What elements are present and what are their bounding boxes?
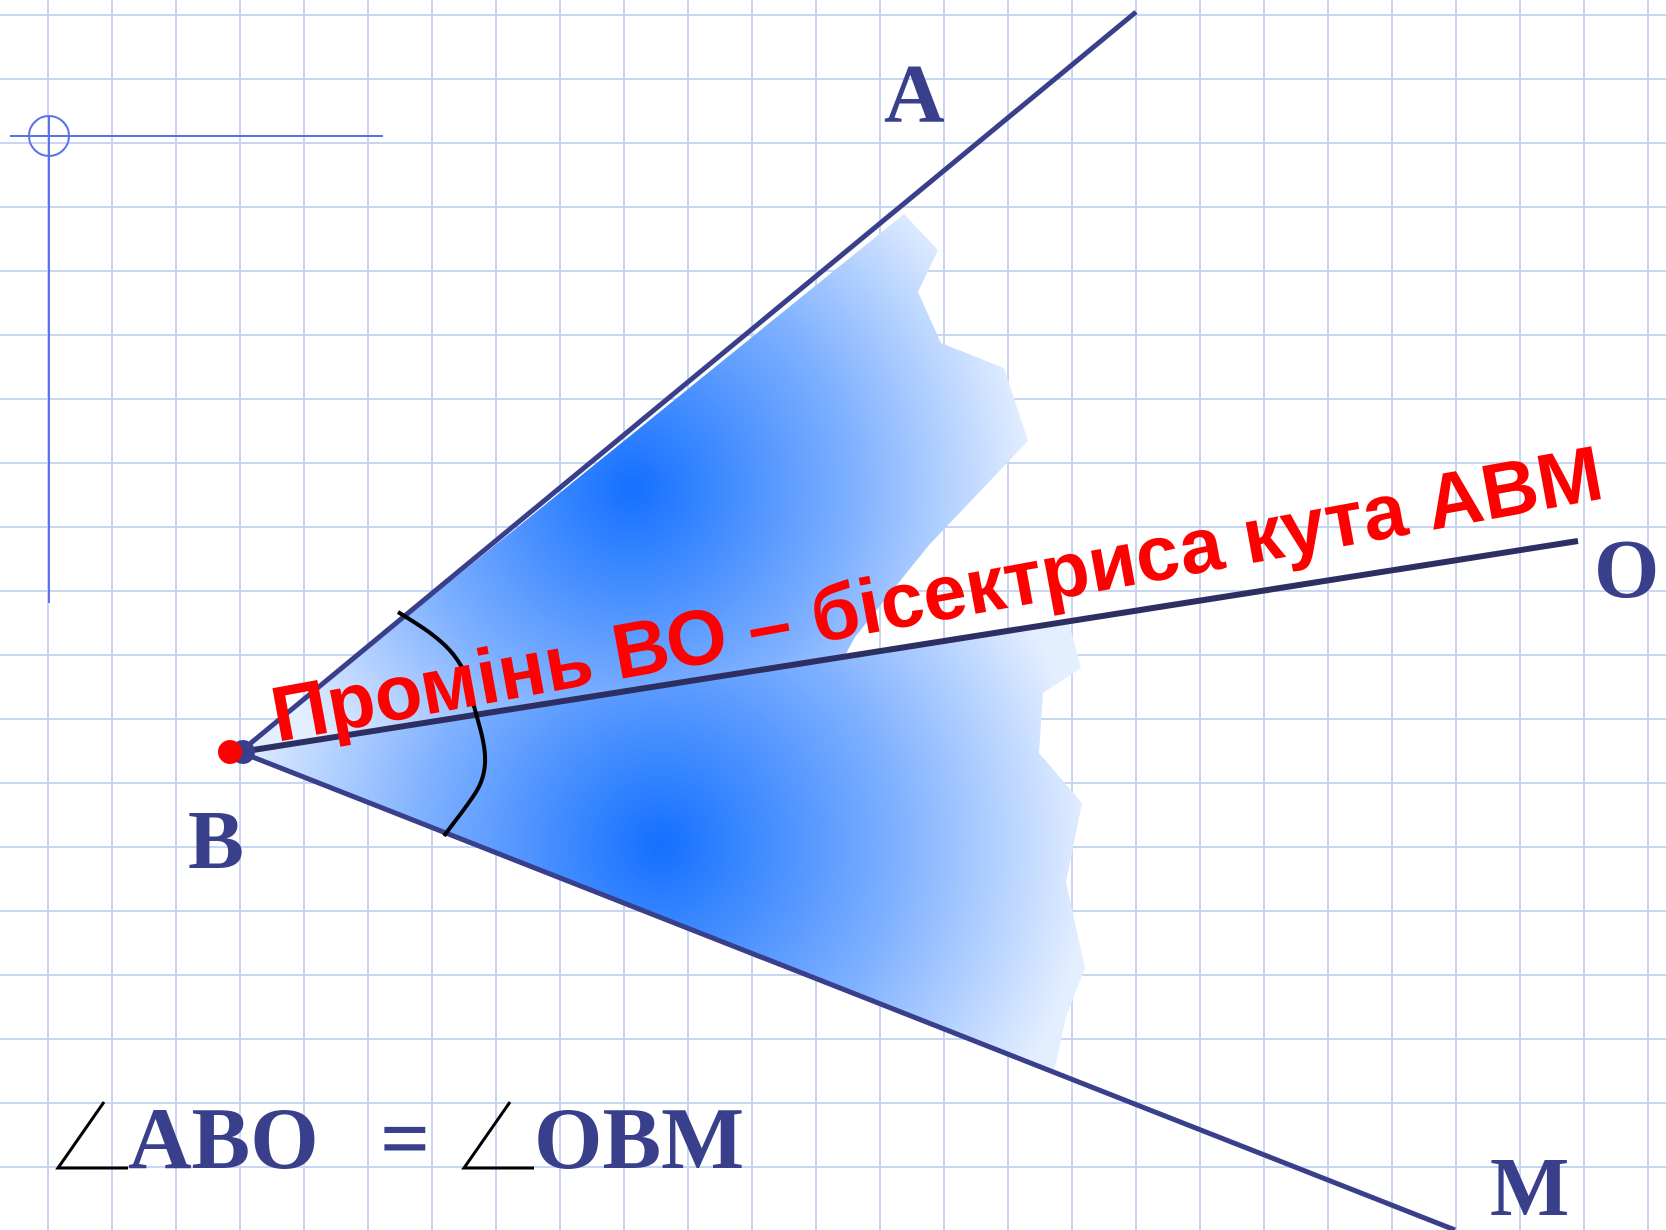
corner-ornament xyxy=(10,115,383,603)
equation-equals: = xyxy=(380,1091,430,1188)
ray-bo xyxy=(239,538,1579,755)
lower-angle-shade xyxy=(240,620,1085,1072)
vertex-b-marker xyxy=(218,740,242,764)
angle-arc xyxy=(396,610,488,838)
ray-ba xyxy=(238,10,1138,754)
angle-symbol-right xyxy=(461,1101,534,1170)
label-m: M xyxy=(1490,1141,1569,1230)
equation-left: ABO xyxy=(128,1091,319,1188)
equation-right: OBM xyxy=(534,1091,744,1188)
angle-symbol-left xyxy=(55,1101,128,1170)
label-b: B xyxy=(188,794,244,887)
label-a: A xyxy=(884,48,945,141)
angle-equation: ABO = OBM xyxy=(55,1091,744,1188)
ray-bm xyxy=(239,749,1456,1230)
upper-angle-shade xyxy=(240,214,1028,752)
label-o: O xyxy=(1594,523,1659,616)
